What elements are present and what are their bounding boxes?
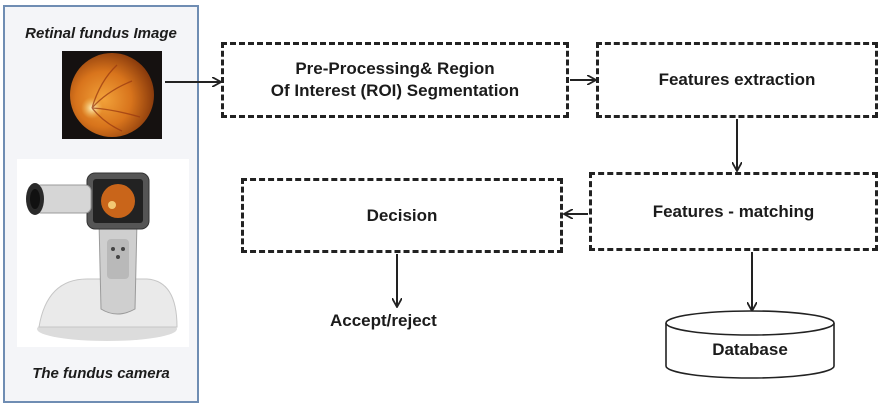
fundus-camera-label: The fundus camera [32, 365, 170, 382]
features-matching-label: Features - matching [652, 201, 815, 221]
decision-label: Decision [366, 205, 438, 225]
fundus-camera-illustration [26, 172, 178, 341]
retinal-fundus-image [62, 51, 162, 139]
preprocessing-roi-box: Pre-Processing& Region Of Interest (ROI)… [221, 42, 569, 118]
input-panel: Retinal fundus Image [3, 5, 199, 403]
preprocessing-line-2: Of Interest (ROI) Segmentation [270, 81, 520, 100]
database-label: Database [712, 340, 788, 359]
preprocessing-line-1: Pre-Processing& Region [295, 59, 495, 78]
fundus-camera-photo [17, 159, 189, 347]
features-matching-box: Features - matching [589, 172, 878, 251]
features-extraction-box: Features extraction [596, 42, 878, 118]
features-extraction-label: Features extraction [658, 70, 816, 89]
retina-illustration [62, 51, 162, 139]
database-cylinder: Database [665, 310, 835, 379]
accept-reject-label: Accept/reject [330, 311, 437, 330]
retinal-image-label: Retinal fundus Image [25, 25, 177, 42]
decision-box: Decision [241, 178, 563, 253]
